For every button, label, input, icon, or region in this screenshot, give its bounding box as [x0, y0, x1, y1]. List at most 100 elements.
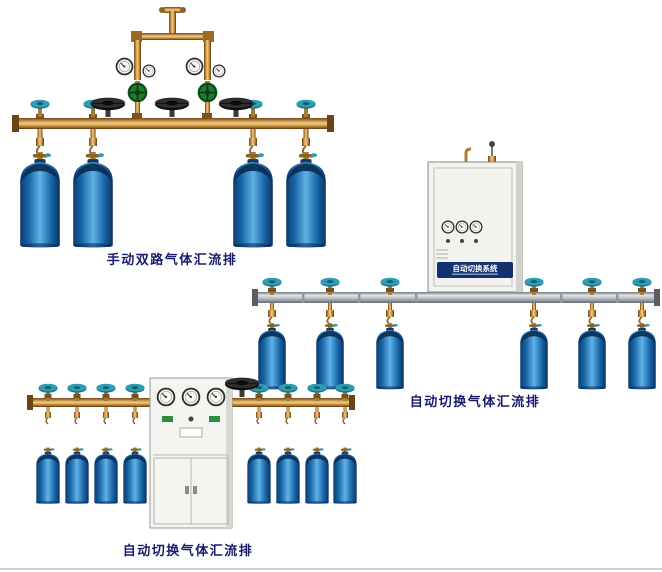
gas-cylinder: [247, 447, 271, 504]
pipe-end-cap: [327, 115, 334, 132]
regulator-icon: [196, 80, 219, 105]
drop-stem: [286, 407, 290, 412]
cylinder-valve: [45, 412, 51, 418]
figure-manual-dual-manifold: [12, 7, 334, 248]
drop-stem: [303, 129, 309, 138]
tee-elbow: [131, 31, 142, 42]
cabinet-side-shade: [516, 162, 522, 292]
cylinder-valve: [268, 310, 276, 317]
cylinder-valve: [132, 412, 138, 418]
cabinet-top-pigtail: [464, 147, 472, 162]
gas-cylinder: [376, 323, 404, 390]
drop-pipe: [204, 40, 211, 80]
door-handle: [193, 486, 197, 494]
cabinet-label-subline: [452, 273, 498, 275]
cylinder-valve: [530, 310, 538, 317]
gas-cylinder: [65, 447, 89, 504]
regulator-icon: [126, 80, 149, 105]
drop-stem: [315, 407, 319, 412]
pipe-joint: [302, 292, 305, 303]
gas-cylinder: [316, 323, 344, 390]
manifold-pipe: [256, 292, 656, 303]
cylinder-valve: [588, 310, 596, 317]
gas-cylinder: [305, 447, 329, 504]
pressure-gauge-icon: [156, 387, 176, 407]
pressure-gauge-icon: [441, 220, 455, 234]
pigtail-hose: [132, 417, 136, 425]
pressure-gauge-icon: [212, 64, 226, 78]
cabinet-nameplate: [179, 427, 203, 438]
caption-manual-dual-manifold: 手动双路气体汇流排: [106, 253, 238, 268]
pipe-joint: [358, 292, 361, 303]
bottom-divider: [0, 568, 662, 570]
control-cabinet-2: [149, 377, 233, 529]
caption-auto-switch-manifold-bottom: 自动切换气体汇流排: [122, 544, 254, 559]
cylinder-valve: [386, 310, 394, 317]
gas-cylinder: [578, 323, 606, 390]
pressure-gauge-icon: [181, 387, 201, 407]
drop-stem: [46, 407, 50, 412]
pigtail-hose: [314, 417, 318, 425]
tee-elbow: [203, 31, 214, 42]
pipe-coupling: [530, 288, 538, 292]
drop-stem: [104, 407, 108, 412]
drop-stem: [37, 129, 43, 138]
cylinder-valve: [256, 412, 262, 418]
cylinder-valve: [638, 310, 646, 317]
gas-cylinder: [258, 323, 286, 390]
gas-cylinder: [123, 447, 147, 504]
caption-auto-switch-manifold-right: 自动切换气体汇流排: [409, 395, 541, 410]
drop-stem: [270, 303, 274, 310]
cylinder-valve: [74, 412, 80, 418]
cylinder-valve: [342, 412, 348, 418]
gas-cylinder: [286, 152, 326, 248]
pigtail-hose: [45, 417, 49, 425]
pigtail-hose: [74, 417, 78, 425]
pipe-coupling: [638, 288, 646, 292]
pressure-gauge-icon: [455, 220, 469, 234]
pressure-gauge-icon: [185, 57, 204, 76]
control-cabinet: 自动切换系统: [427, 141, 523, 293]
figure-auto-manifold-bottom: [27, 377, 357, 529]
pipe-coupling: [268, 288, 276, 292]
pipe-coupling: [73, 394, 81, 398]
cylinder-valve: [36, 138, 44, 146]
pipe-end-cap: [27, 395, 33, 410]
drop-stem: [75, 407, 79, 412]
pipe-coupling: [102, 394, 110, 398]
pipe-end-cap: [349, 395, 355, 410]
gas-cylinder: [333, 447, 357, 504]
cabinet-knob: [446, 239, 450, 243]
figure-auto-manifold-right: 自动切换系统: [252, 141, 660, 390]
top-inlet-cap: [159, 7, 165, 13]
pipe-coupling: [132, 113, 142, 119]
shutoff-handwheel-icon: [218, 97, 254, 118]
cylinder-valve: [249, 138, 257, 146]
pipe-coupling: [386, 288, 394, 292]
cylinder-valve: [285, 412, 291, 418]
pressure-gauge-icon: [206, 387, 226, 407]
pipe-coupling: [284, 394, 292, 398]
pressure-gauge-icon: [142, 64, 156, 78]
cabinet-top-fitting: [488, 156, 496, 163]
gas-cylinder: [20, 152, 60, 248]
manifold-pipe: [16, 118, 330, 129]
cylinder-valve: [314, 412, 320, 418]
cabinet-knob: [460, 239, 464, 243]
indicator-light: [162, 416, 173, 422]
pressure-gauge-icon: [469, 220, 483, 234]
drop-stem: [388, 303, 392, 310]
gas-cylinder: [73, 152, 113, 248]
top-inlet-cap: [180, 7, 186, 13]
gas-cylinder: [520, 323, 548, 390]
gas-cylinder: [233, 152, 273, 248]
pipe-joint: [560, 292, 563, 303]
gas-cylinder: [36, 447, 60, 504]
regulator-outlet: [135, 102, 140, 118]
cabinet-side-shade: [226, 378, 232, 528]
cylinder-valve: [103, 412, 109, 418]
riser-pipe: [169, 11, 176, 36]
drop-stem: [90, 129, 96, 138]
pigtail-hose: [256, 417, 260, 425]
